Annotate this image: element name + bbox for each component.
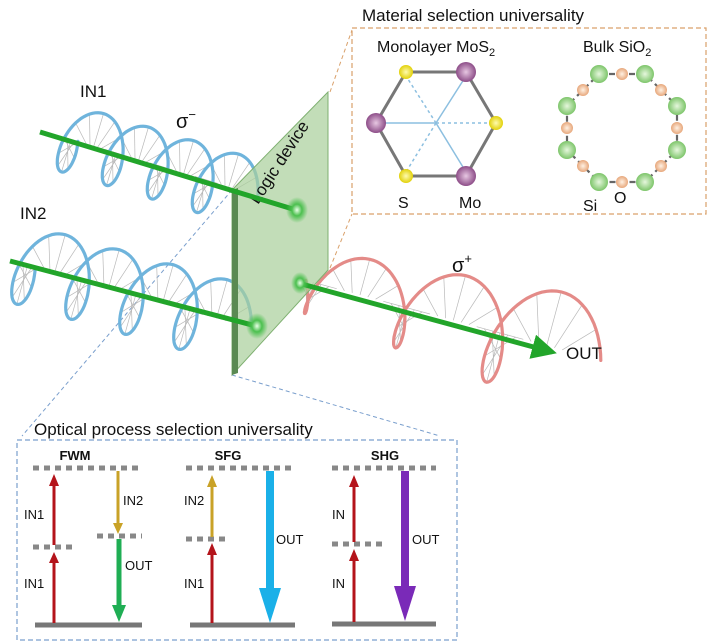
connector-device-bottom bbox=[21, 189, 233, 437]
sio2-structure: Bulk SiO2 Si O bbox=[558, 39, 686, 215]
oxygen-label: O bbox=[614, 190, 626, 207]
shg-in-lower: IN bbox=[332, 576, 345, 591]
shg-diagram: SHG IN IN OUT bbox=[332, 448, 440, 627]
silicon-label: Si bbox=[583, 198, 597, 215]
mos2-structure: Monolayer MoS2 S Mo bbox=[366, 39, 503, 212]
input1-helix bbox=[55, 111, 260, 215]
sulfur-label: S bbox=[398, 195, 409, 212]
device-spot-in2 bbox=[246, 313, 268, 339]
fwm-title: FWM bbox=[59, 448, 90, 463]
mos2-label: Monolayer MoS2 bbox=[377, 39, 495, 59]
logic-device-edge bbox=[232, 188, 238, 375]
sfg-in2: IN2 bbox=[184, 493, 204, 508]
logic-device-plate bbox=[231, 90, 329, 377]
sfg-diagram: SFG IN2 IN1 OUT bbox=[184, 448, 304, 628]
output-label: OUT bbox=[566, 344, 602, 363]
output-helix bbox=[297, 256, 603, 384]
process-panel-title: Optical process selection universality bbox=[34, 420, 313, 439]
sigma-plus-label: σ+ bbox=[452, 251, 472, 277]
input2-beam bbox=[9, 258, 257, 329]
connector-device-bottom2 bbox=[231, 374, 441, 437]
shg-title: SHG bbox=[371, 448, 399, 463]
material-panel-frame bbox=[351, 27, 707, 215]
input2-label: IN2 bbox=[20, 204, 46, 223]
beam-layer bbox=[9, 129, 557, 359]
device-spot-in1 bbox=[286, 197, 308, 223]
fwm-in1-upper: IN1 bbox=[24, 507, 44, 522]
sfg-title: SFG bbox=[215, 448, 242, 463]
fwm-diagram: FWM IN1 IN1 IN2 OUT bbox=[24, 448, 153, 628]
sio2-label: Bulk SiO2 bbox=[583, 39, 651, 59]
molybdenum-label: Mo bbox=[459, 195, 481, 212]
shg-out: OUT bbox=[412, 532, 440, 547]
connector-device-top2 bbox=[329, 213, 353, 269]
device-spot-out bbox=[291, 272, 309, 294]
fwm-in2: IN2 bbox=[123, 493, 143, 508]
process-panel-frame bbox=[16, 439, 458, 641]
material-panel-title: Material selection universality bbox=[362, 6, 585, 25]
sfg-out: OUT bbox=[276, 532, 304, 547]
input1-label: IN1 bbox=[80, 82, 106, 101]
output-beam bbox=[297, 280, 557, 359]
connector-device-top bbox=[329, 29, 353, 93]
sfg-in1: IN1 bbox=[184, 576, 204, 591]
input1-beam bbox=[39, 129, 297, 213]
shg-in-upper: IN bbox=[332, 507, 345, 522]
sigma-minus-label: σ− bbox=[176, 107, 196, 133]
fwm-in1-lower: IN1 bbox=[24, 576, 44, 591]
fwm-out: OUT bbox=[125, 558, 153, 573]
